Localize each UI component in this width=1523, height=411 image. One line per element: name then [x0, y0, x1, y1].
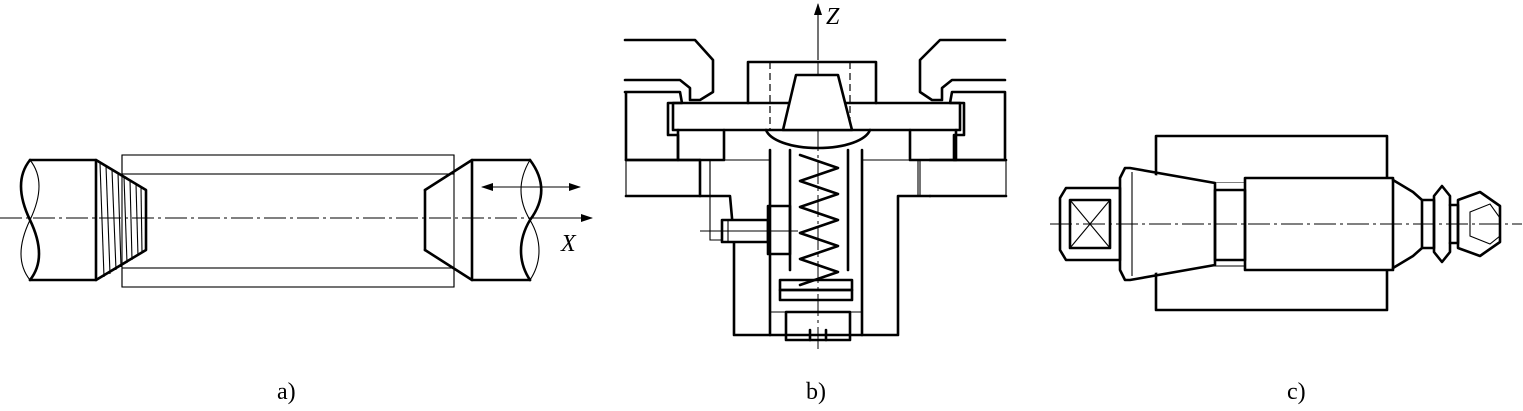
side-screw: [700, 204, 798, 256]
panel-b: Z: [623, 3, 1008, 405]
spring: [798, 153, 840, 287]
right-housing: [918, 38, 1008, 198]
panel-label-a: a): [277, 379, 296, 405]
bottom-plug: [770, 278, 862, 342]
pin-body: [698, 128, 932, 337]
tube-upper-wall: [121, 154, 455, 175]
tube-lower-wall: [121, 267, 455, 288]
panel-a: X a): [0, 154, 593, 405]
panel-label-b: b): [806, 379, 826, 405]
right-center-cone: [423, 158, 543, 282]
left-center-cone: [19, 158, 148, 282]
panel-c: c): [1050, 134, 1522, 405]
panel-label-c: c): [1287, 379, 1306, 405]
axis-label-x: X: [560, 231, 577, 257]
locating-pin: [781, 73, 854, 132]
axis-label-z: Z: [826, 4, 840, 30]
